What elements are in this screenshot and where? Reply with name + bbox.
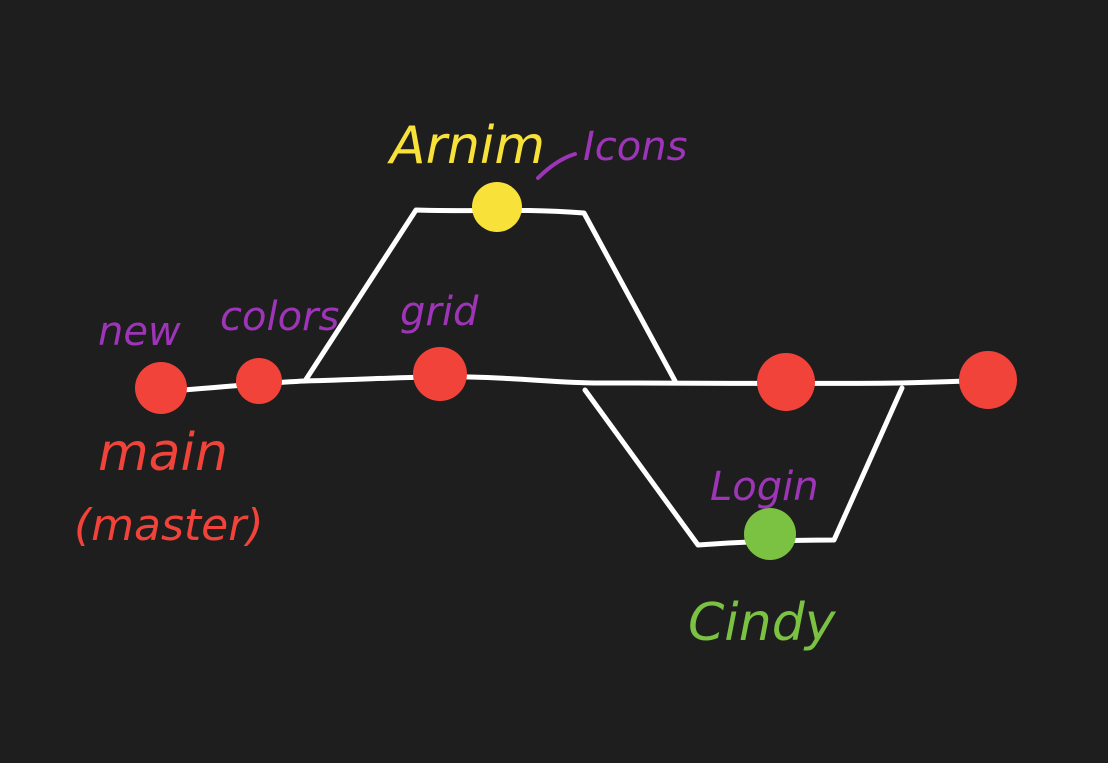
commit-label-grid: grid <box>400 289 479 335</box>
commit-main-4 <box>757 353 815 411</box>
commit-label-icons: Icons <box>583 124 687 170</box>
branch-label-main-alias: (master) <box>74 500 264 551</box>
commit-label-colors: colors <box>220 294 339 340</box>
commit-main-5 <box>959 351 1017 409</box>
commit-icons <box>472 182 522 232</box>
icons-leader-line <box>536 152 577 180</box>
commit-colors <box>236 358 282 404</box>
commit-grid <box>413 347 467 401</box>
branch-label-arnim: Arnim <box>387 116 545 176</box>
main-branch-line <box>157 374 993 395</box>
branch-label-main: main <box>98 423 228 483</box>
commit-label-login: Login <box>710 464 819 510</box>
branch-label-cindy: Cindy <box>688 593 837 653</box>
arnim-branch-line <box>302 207 678 384</box>
commit-label-new: new <box>98 309 181 355</box>
commit-login <box>744 508 796 560</box>
commit-new <box>135 362 187 414</box>
